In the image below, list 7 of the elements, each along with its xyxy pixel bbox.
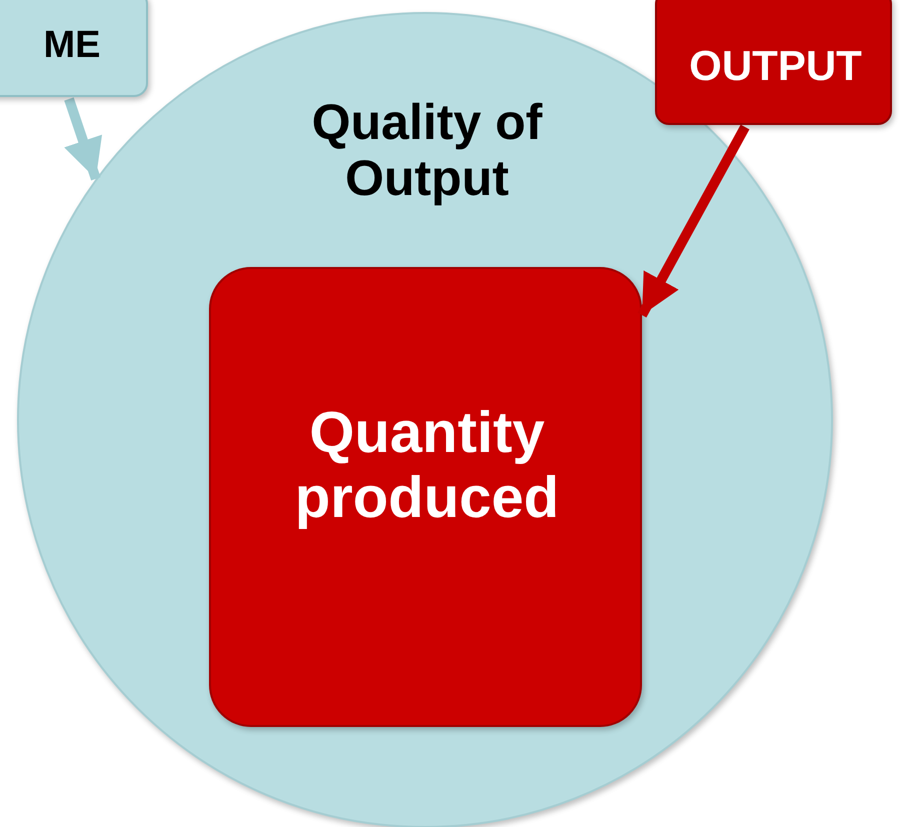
callout-label: ME — [42, 24, 102, 67]
circle-label: Quality of Output — [310, 94, 544, 206]
callout-pointer — [64, 97, 102, 180]
box-label: Quantity produced — [294, 401, 560, 531]
callout-box — [655, 0, 892, 125]
rounded-box — [209, 267, 642, 727]
callout-label: OUTPUT — [688, 42, 863, 90]
